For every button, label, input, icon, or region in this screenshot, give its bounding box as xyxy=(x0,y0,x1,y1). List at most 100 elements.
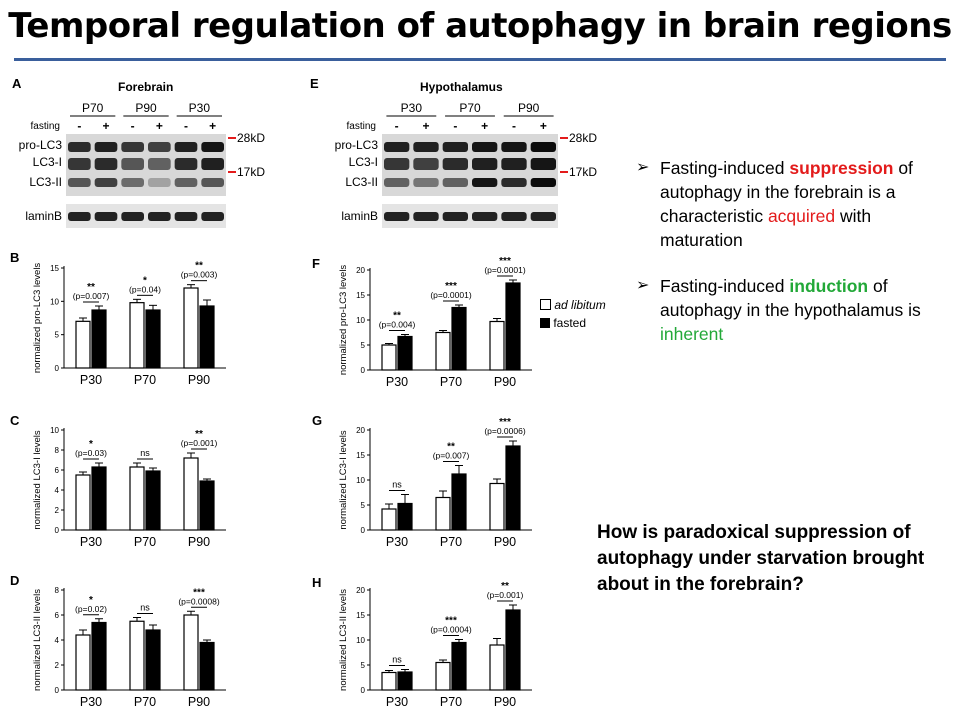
bar-ad-libitum xyxy=(381,508,397,531)
bar-fasted xyxy=(145,470,161,531)
p-value-label: (p=0.0008) xyxy=(178,596,220,606)
x-category-label: P70 xyxy=(440,695,462,709)
fasting-sign: - xyxy=(453,119,457,133)
y-tick-label: 0 xyxy=(361,526,366,535)
y-tick-label: 15 xyxy=(356,451,365,460)
bullet-text-run: inherent xyxy=(660,324,724,344)
fasting-sign: + xyxy=(481,119,488,133)
x-category-label: P90 xyxy=(188,695,210,709)
significance-stars: *** xyxy=(193,587,205,598)
bar-ad-libitum xyxy=(489,482,505,531)
y-tick-label: 4 xyxy=(55,486,60,495)
y-tick-label: 20 xyxy=(356,586,365,595)
blot-band-laminb xyxy=(148,212,171,221)
blot-band-laminb xyxy=(530,212,556,221)
blot-age-label: P70 xyxy=(459,101,481,115)
bar-fasted xyxy=(145,309,161,369)
blot-membrane-lc3 xyxy=(382,134,558,196)
y-tick-label: 10 xyxy=(356,476,365,485)
blot-age-label: P70 xyxy=(82,101,104,115)
fasting-label: fasting xyxy=(31,121,60,132)
bar-ad-libitum xyxy=(75,634,91,691)
bullet-item: ➢Fasting-induced suppression of autophag… xyxy=(636,156,952,252)
arrow-bullet-icon: ➢ xyxy=(636,277,650,294)
bar-ad-libitum xyxy=(381,671,397,691)
band-label: LC3-I xyxy=(349,155,378,169)
blot-band xyxy=(530,178,556,187)
blot-age-label: P90 xyxy=(518,101,540,115)
blot-band xyxy=(501,142,527,152)
blot-region-title: Forebrain xyxy=(118,80,174,94)
panel-label-g: G xyxy=(312,413,323,428)
band-label: pro-LC3 xyxy=(19,138,63,152)
blot-band xyxy=(442,158,468,170)
bar-fasted xyxy=(451,473,467,531)
blot-membrane-lc3 xyxy=(66,134,226,196)
blot-band-laminb xyxy=(121,212,144,221)
bar-fasted xyxy=(451,306,467,371)
bar-ad-libitum xyxy=(183,614,199,691)
bar-ad-libitum xyxy=(75,474,91,531)
fasting-sign: - xyxy=(512,119,516,133)
x-category-label: P90 xyxy=(494,535,516,549)
blot-band xyxy=(530,142,556,152)
x-category-label: P90 xyxy=(188,535,210,549)
chart-legend: ad libitum fasted xyxy=(540,296,606,332)
y-tick-label: 15 xyxy=(50,264,59,273)
p-value-label: (p=0.03) xyxy=(75,448,107,458)
blot-band-laminb xyxy=(384,212,410,221)
significance-stars: ** xyxy=(87,282,95,293)
significance-stars: *** xyxy=(499,256,511,267)
legend-swatch-open xyxy=(540,299,551,310)
p-value-label: (p=0.007) xyxy=(73,291,110,301)
bar-ad-libitum xyxy=(183,287,199,369)
significance-stars: * xyxy=(89,595,93,606)
significance-stars: ** xyxy=(195,429,203,440)
y-axis-label: normalized LC3-II levels xyxy=(32,589,43,691)
blot-band xyxy=(472,158,498,170)
bar-fasted xyxy=(397,671,413,691)
band-label: LC3-I xyxy=(33,155,62,169)
title-underline xyxy=(14,58,946,61)
bar-fasted xyxy=(91,621,107,691)
bar-fasted xyxy=(199,480,215,531)
band-label: laminB xyxy=(25,209,62,223)
blot-band-laminb xyxy=(174,212,198,221)
blot-band xyxy=(174,158,198,170)
blot-band-laminb xyxy=(68,212,91,221)
y-tick-label: 4 xyxy=(55,636,60,645)
band-label: pro-LC3 xyxy=(335,138,379,152)
significance-stars: ** xyxy=(393,311,401,322)
x-category-label: P70 xyxy=(134,373,156,387)
blot-band xyxy=(174,178,198,187)
blot-band xyxy=(472,178,498,187)
blot-membrane-laminb xyxy=(66,204,226,228)
significance-stars: * xyxy=(143,275,147,286)
size-marker-label: 17kD xyxy=(569,165,597,179)
fasting-sign: + xyxy=(540,119,547,133)
x-category-label: P90 xyxy=(188,373,210,387)
blot-band xyxy=(174,142,198,152)
panel-label-e: E xyxy=(310,76,319,91)
y-axis-label: normalized LC3-I levels xyxy=(338,430,349,530)
p-value-label: (p=0.04) xyxy=(129,284,161,294)
y-tick-label: 0 xyxy=(55,526,60,535)
fasting-sign: - xyxy=(184,119,188,133)
panel-label-h: H xyxy=(312,575,322,590)
bar-ad-libitum xyxy=(435,331,451,371)
x-category-label: P30 xyxy=(386,695,408,709)
x-category-label: P70 xyxy=(440,375,462,389)
significance-stars: ns xyxy=(140,603,150,613)
y-tick-label: 10 xyxy=(356,316,365,325)
blot-band xyxy=(94,158,118,170)
blot-band xyxy=(384,178,410,187)
y-tick-label: 20 xyxy=(356,426,365,435)
fasting-label: fasting xyxy=(347,121,376,132)
blot-region-title: Hypothalamus xyxy=(420,80,503,94)
x-category-label: P90 xyxy=(494,695,516,709)
bar-ad-libitum xyxy=(129,620,145,691)
